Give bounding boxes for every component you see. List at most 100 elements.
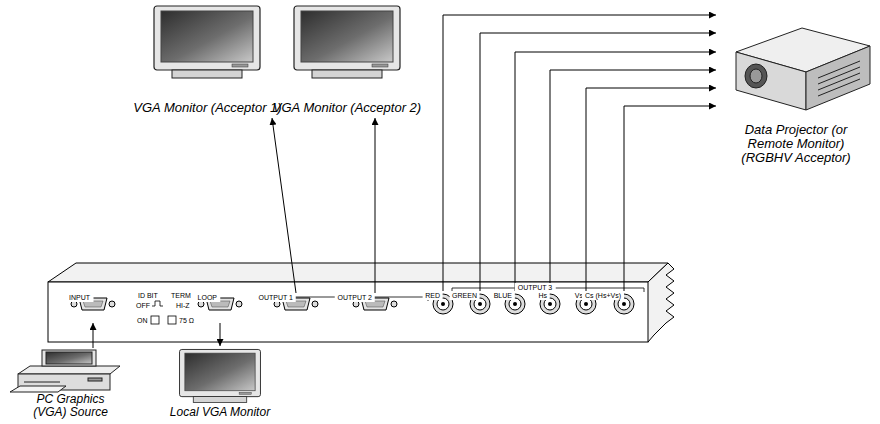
bnc-pin xyxy=(513,302,517,306)
signal-cable xyxy=(586,88,716,291)
signal-cable xyxy=(443,15,716,291)
monitor-picture xyxy=(154,6,260,78)
connector-label: OUTPUT 2 xyxy=(335,293,376,302)
signal-cable xyxy=(375,118,376,293)
bnc-socket xyxy=(618,298,630,310)
dsub-pins xyxy=(83,301,103,307)
bnc-connector: BLUE xyxy=(500,291,530,324)
signal-cable xyxy=(272,118,296,293)
connector-label: GREEN xyxy=(449,291,480,300)
screw xyxy=(198,301,204,307)
connector-label: BLUE xyxy=(491,291,515,300)
connector-label: RED xyxy=(422,291,443,300)
screw xyxy=(353,301,359,307)
pc-picture xyxy=(88,378,102,381)
projector-picture xyxy=(736,28,870,110)
switch-label: HI-Z xyxy=(176,301,190,310)
screw xyxy=(274,301,280,307)
switch xyxy=(152,301,163,306)
device-label: Local VGA Monitor xyxy=(170,406,270,419)
switch xyxy=(151,301,176,324)
chassis xyxy=(48,263,674,342)
screw xyxy=(236,301,242,307)
pc-picture xyxy=(18,366,120,374)
bnc-pin xyxy=(548,302,552,306)
screw xyxy=(71,301,77,307)
device-label: VGA Monitor (Acceptor 1) xyxy=(133,101,281,115)
signal-cable xyxy=(93,323,94,348)
vga-connector: OUTPUT 2 xyxy=(350,293,400,323)
bnc-ring xyxy=(470,294,490,314)
bnc-socket xyxy=(544,298,556,310)
pc-picture xyxy=(46,352,92,364)
switch-label: 75 Ω xyxy=(179,316,194,325)
connector-label: INPUT xyxy=(66,293,93,302)
pc-picture xyxy=(42,350,96,366)
pc-source: PC Graphics (VGA) Source xyxy=(8,348,133,422)
connector-label: Hs xyxy=(535,291,550,300)
connector-label: OUTPUT 1 xyxy=(256,293,297,302)
bnc-ring xyxy=(540,294,560,314)
vga-connector: LOOP xyxy=(195,293,245,323)
vga-connector: OUTPUT 1 xyxy=(271,293,321,323)
vga-connector: INPUT xyxy=(68,293,118,323)
screw xyxy=(312,301,318,307)
pc-picture xyxy=(24,382,60,383)
connector-label: LOOP xyxy=(195,293,220,302)
monitor-picture xyxy=(180,349,261,402)
bnc-pin xyxy=(622,302,626,306)
dsub-body xyxy=(361,298,389,310)
switch-label: OFF xyxy=(136,301,150,310)
rear-panel: INPUTLOOPOUTPUT 1OUTPUT 2REDGREENBLUEHsV… xyxy=(48,280,648,342)
pc-picture xyxy=(10,386,66,392)
signal-cable xyxy=(550,70,716,291)
dsub-pins xyxy=(210,301,230,307)
bnc-ring xyxy=(505,294,525,314)
connector-label: Cs (Hs+Vs) xyxy=(582,291,624,300)
dsub-body xyxy=(206,298,234,310)
dsub-pins xyxy=(365,301,385,307)
bnc-ring xyxy=(614,294,634,314)
dsub-body xyxy=(79,298,107,310)
chassis xyxy=(48,263,668,282)
device-label: PC Graphics (VGA) Source xyxy=(25,393,117,419)
bnc-connector: Hs xyxy=(535,291,565,324)
vga-monitor: VGA Monitor (Acceptor 2) xyxy=(271,2,424,118)
monitor-picture xyxy=(180,349,261,402)
switch-label: ID BIT xyxy=(138,291,158,300)
signal-cable xyxy=(480,33,716,291)
projector-picture xyxy=(736,52,806,110)
monitor-picture xyxy=(154,6,260,78)
monitor-picture xyxy=(294,6,400,78)
bnc-socket xyxy=(509,298,521,310)
switch-label: TERM xyxy=(171,291,191,300)
signal-cable xyxy=(624,106,716,291)
bnc-socket xyxy=(474,298,486,310)
bnc-pin xyxy=(478,302,482,306)
bnc-connector: Cs (Hs+Vs) xyxy=(601,291,647,324)
bnc-socket xyxy=(437,298,449,310)
projector-picture xyxy=(750,69,762,83)
pc-picture xyxy=(10,350,120,392)
projector-picture xyxy=(745,64,767,88)
projector-picture xyxy=(818,79,860,96)
switch xyxy=(151,316,159,324)
projector-picture xyxy=(806,46,870,110)
chassis xyxy=(48,282,648,342)
screw xyxy=(391,301,397,307)
signal-cable xyxy=(220,323,221,346)
local-monitor: Local VGA Monitor xyxy=(168,346,273,422)
bnc-pin xyxy=(441,302,445,306)
dsub-body xyxy=(282,298,310,310)
switch xyxy=(168,316,176,324)
chassis xyxy=(648,263,674,342)
vga-monitor: VGA Monitor (Acceptor 1) xyxy=(131,2,284,118)
dsub-pins xyxy=(286,301,306,307)
device-label: VGA Monitor (Acceptor 2) xyxy=(273,101,421,115)
data-projector: Data Projector (or Remote Monitor) (RGBH… xyxy=(716,6,876,168)
signal-cable xyxy=(515,52,716,291)
